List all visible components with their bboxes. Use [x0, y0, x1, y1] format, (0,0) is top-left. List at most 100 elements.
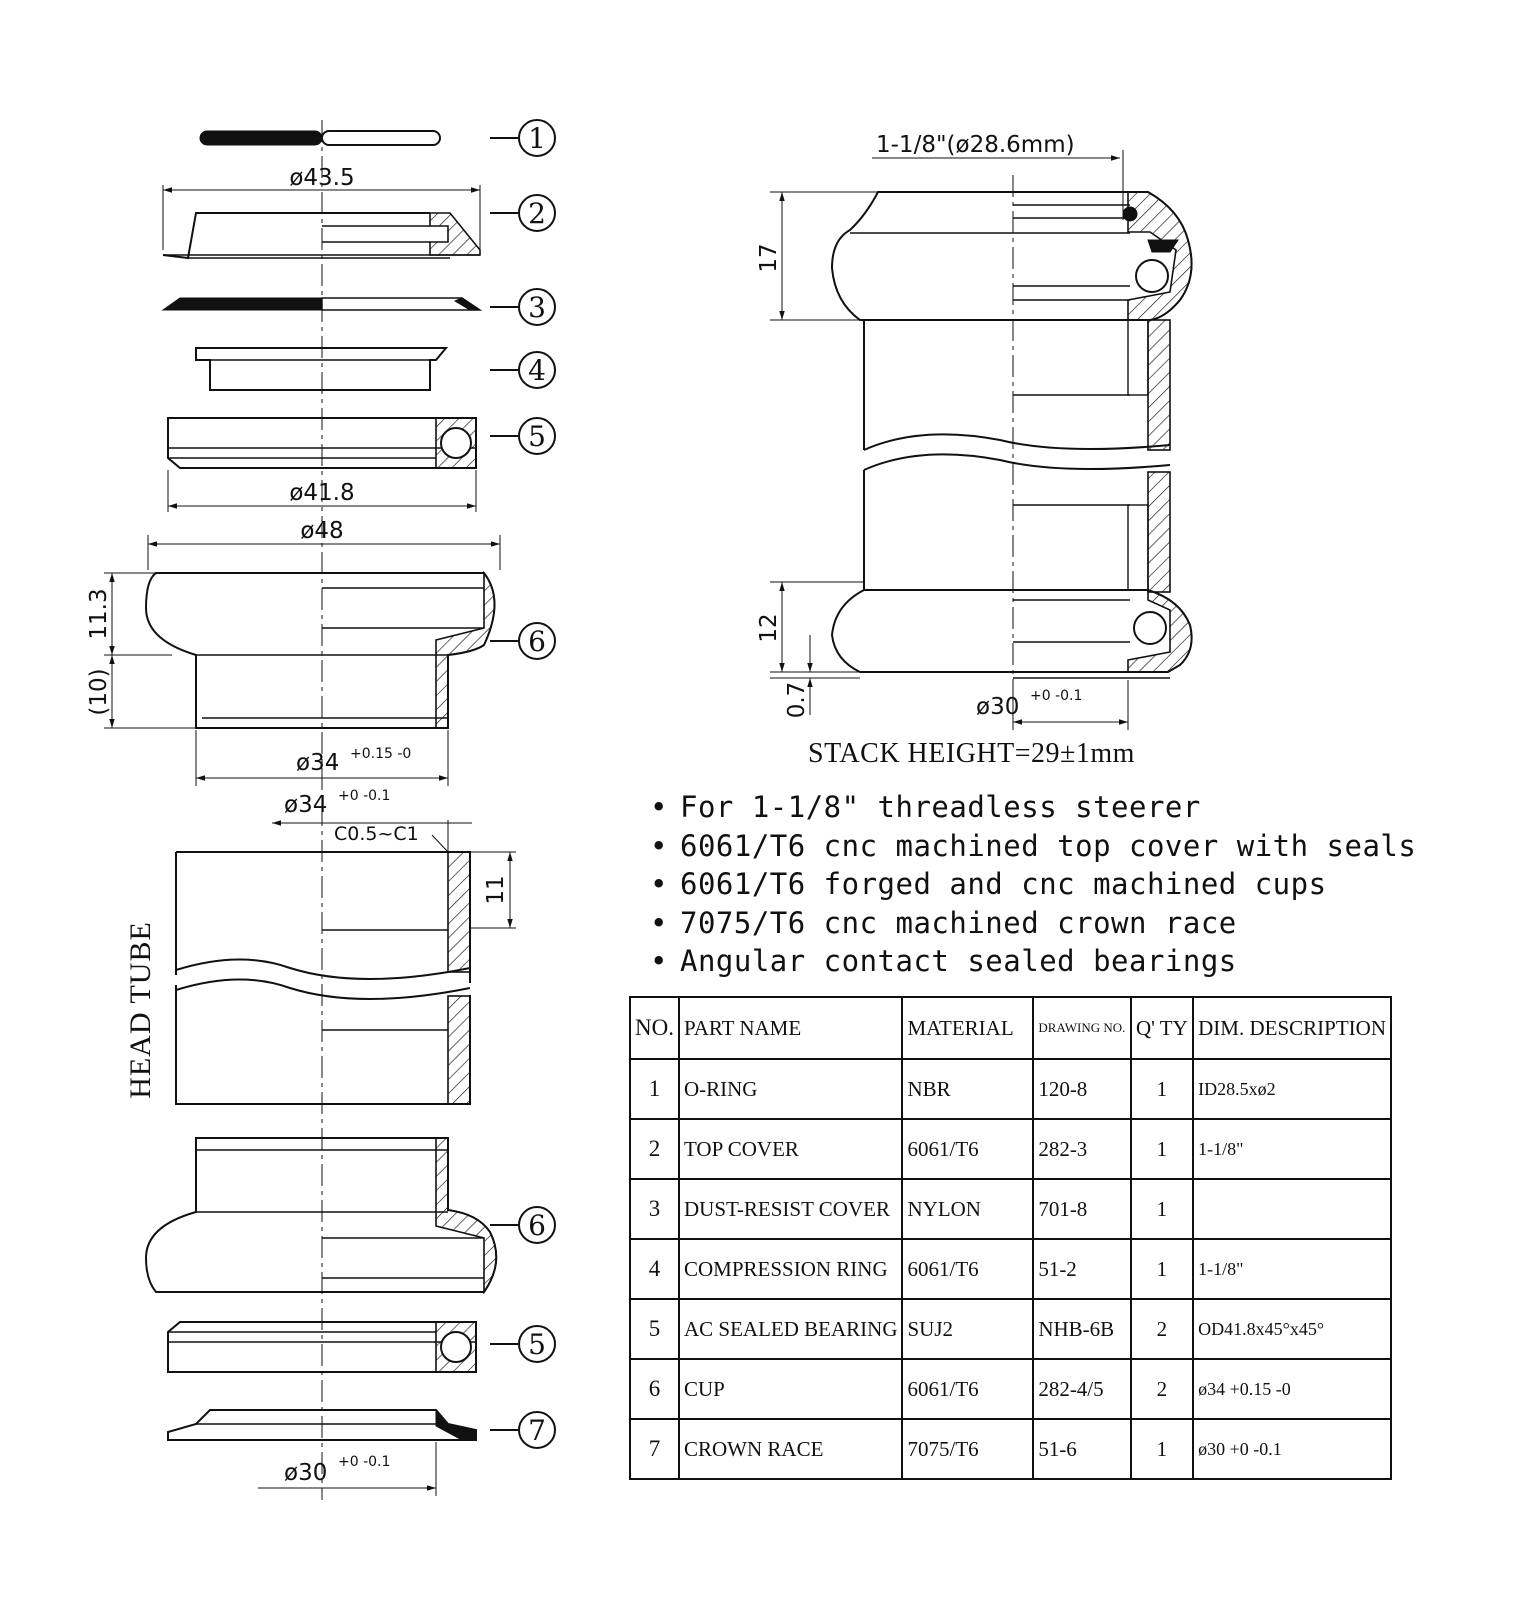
dust-cover-drawing: 3 [161, 288, 556, 326]
feature-item: For 1-1/8" threadless steerer [650, 788, 1416, 827]
stack-height-label: STACK HEIGHT=29±1mm [808, 738, 1135, 769]
callout-2: 2 [528, 197, 546, 230]
header-drawing-no: DRAWING NO. [1032, 996, 1132, 1060]
cell-part-name: COMPRESSION RING [677, 1238, 904, 1300]
callout-1: 1 [528, 122, 546, 155]
cell-dim-description: ø34 +0.15 -0 [1192, 1358, 1392, 1420]
cup-press-diameter: ø34 [296, 750, 339, 776]
cell-material: SUJ2 [901, 1298, 1035, 1360]
head-tube-label: HEAD TUBE [124, 921, 157, 1099]
header-part-name: PART NAME [677, 996, 904, 1060]
bearing-diameter: ø41.8 [289, 480, 354, 506]
cell-material: 6061/T6 [901, 1118, 1035, 1180]
header-material: MATERIAL [901, 996, 1035, 1060]
cell-part-name: CROWN RACE [677, 1418, 904, 1480]
cell-no: 1 [629, 1058, 680, 1120]
cell-drawing-no: 701-8 [1032, 1178, 1132, 1240]
header-qty: Q' TY [1129, 996, 1195, 1060]
feature-item: Angular contact sealed bearings [650, 942, 1416, 981]
steerer-diameter: 1-1/8"(ø28.6mm) [876, 132, 1075, 158]
cell-dim-description: 1-1/8" [1192, 1238, 1392, 1300]
cell-dim-description: ID28.5xø2 [1192, 1058, 1392, 1120]
cell-qty: 1 [1129, 1118, 1195, 1180]
cell-drawing-no: 51-2 [1032, 1238, 1132, 1300]
table-header-row: NO. PART NAME MATERIAL DRAWING NO. Q' TY… [629, 996, 1392, 1060]
head-tube-bore-diameter: ø34 [284, 792, 327, 818]
callout-3: 3 [528, 291, 546, 324]
upper-stack-dimension: 17 [756, 243, 782, 272]
cell-material: 7075/T6 [901, 1418, 1035, 1480]
cell-drawing-no: 282-4/5 [1032, 1358, 1132, 1420]
chamfer-dimension: C0.5~C1 [334, 823, 419, 845]
cell-qty: 2 [1129, 1358, 1195, 1420]
table-row: 2 TOP COVER 6061/T6 282-3 1 1-1/8" [629, 1118, 1392, 1180]
cell-no: 3 [629, 1178, 680, 1240]
cell-no: 6 [629, 1358, 680, 1420]
cell-part-name: DUST-RESIST COVER [677, 1178, 904, 1240]
callout-6-upper: 6 [528, 625, 546, 658]
head-tube-drawing: ø34 +0 -0.1 C0.5~C1 11 [175, 788, 516, 1105]
parts-table: NO. PART NAME MATERIAL DRAWING NO. Q' TY… [629, 996, 1392, 1480]
cup-height: 11.3 [86, 588, 112, 639]
cell-dim-description: OD41.8x45°x45° [1192, 1298, 1392, 1360]
assembly-crown-race-diameter: ø30 [976, 694, 1019, 720]
feature-item: 7075/T6 cnc machined crown race [650, 904, 1416, 943]
header-dim-description: DIM. DESCRIPTION [1192, 996, 1392, 1060]
compression-ring-drawing: 4 [195, 347, 556, 391]
cup-outer-diameter: ø48 [300, 518, 343, 544]
cell-drawing-no: 51-6 [1032, 1418, 1132, 1480]
cell-dim-description: ø30 +0 -0.1 [1192, 1418, 1392, 1480]
table-row: 1 O-RING NBR 120-8 1 ID28.5xø2 [629, 1058, 1392, 1120]
lower-bearing-drawing: 5 [167, 1321, 556, 1373]
lower-cup-drawing: 6 [144, 1137, 556, 1295]
crown-race-diameter: ø30 [284, 1460, 327, 1486]
head-tube-depth: 11 [483, 875, 509, 904]
cell-no: 7 [629, 1418, 680, 1480]
callout-5: 5 [528, 420, 546, 453]
crown-race-drawing: 7 ø30 +0 -0.1 [167, 1408, 556, 1496]
table-row: 3 DUST-RESIST COVER NYLON 701-8 1 [629, 1178, 1392, 1240]
top-cover-diameter: ø43.5 [289, 165, 354, 191]
cell-drawing-no: NHB-6B [1032, 1298, 1132, 1360]
cell-drawing-no: 120-8 [1032, 1058, 1132, 1120]
table-row: 4 COMPRESSION RING 6061/T6 51-2 1 1-1/8" [629, 1238, 1392, 1300]
cell-qty: 1 [1129, 1238, 1195, 1300]
cell-qty: 1 [1129, 1058, 1195, 1120]
feature-item: 6061/T6 forged and cnc machined cups [650, 865, 1416, 904]
cell-no: 2 [629, 1118, 680, 1180]
cell-no: 5 [629, 1298, 680, 1360]
cup-press-tolerance: +0.15 -0 [350, 746, 411, 762]
cell-dim-description [1192, 1178, 1392, 1240]
cell-part-name: TOP COVER [677, 1118, 904, 1180]
top-cover-drawing: ø43.5 2 [162, 165, 556, 260]
cell-qty: 2 [1129, 1298, 1195, 1360]
callout-6-lower: 6 [528, 1209, 546, 1242]
cell-material: 6061/T6 [901, 1358, 1035, 1420]
cell-part-name: O-RING [677, 1058, 904, 1120]
cell-no: 4 [629, 1238, 680, 1300]
cell-part-name: CUP [677, 1358, 904, 1420]
callout-4: 4 [528, 354, 546, 387]
upper-bearing-drawing: 5 ø41.8 [167, 417, 556, 512]
cup-insert-depth: (10) [86, 668, 112, 715]
cell-material: NYLON [901, 1178, 1035, 1240]
cell-qty: 1 [1129, 1178, 1195, 1240]
callout-5-lower: 5 [528, 1328, 546, 1361]
cell-part-name: AC SEALED BEARING [677, 1298, 904, 1360]
cell-dim-description: 1-1/8" [1192, 1118, 1392, 1180]
callout-7: 7 [528, 1414, 546, 1447]
crown-race-tolerance: +0 -0.1 [338, 1454, 390, 1470]
crown-race-stack-dimension: 0.7 [784, 682, 810, 719]
cell-drawing-no: 282-3 [1032, 1118, 1132, 1180]
cell-material: 6061/T6 [901, 1238, 1035, 1300]
cell-material: NBR [901, 1058, 1035, 1120]
table-row: 7 CROWN RACE 7075/T6 51-6 1 ø30 +0 -0.1 [629, 1418, 1392, 1480]
assembly-crown-race-tolerance: +0 -0.1 [1030, 688, 1082, 704]
feature-item: 6061/T6 cnc machined top cover with seal… [650, 827, 1416, 866]
cell-qty: 1 [1129, 1418, 1195, 1480]
table-row: 5 AC SEALED BEARING SUJ2 NHB-6B 2 OD41.8… [629, 1298, 1392, 1360]
feature-list: For 1-1/8" threadless steerer 6061/T6 cn… [650, 788, 1416, 981]
upper-cup-drawing: ø48 6 11.3 (10) ø34 +0.15 -0 [86, 518, 556, 786]
o-ring-drawing: 1 [199, 119, 556, 157]
